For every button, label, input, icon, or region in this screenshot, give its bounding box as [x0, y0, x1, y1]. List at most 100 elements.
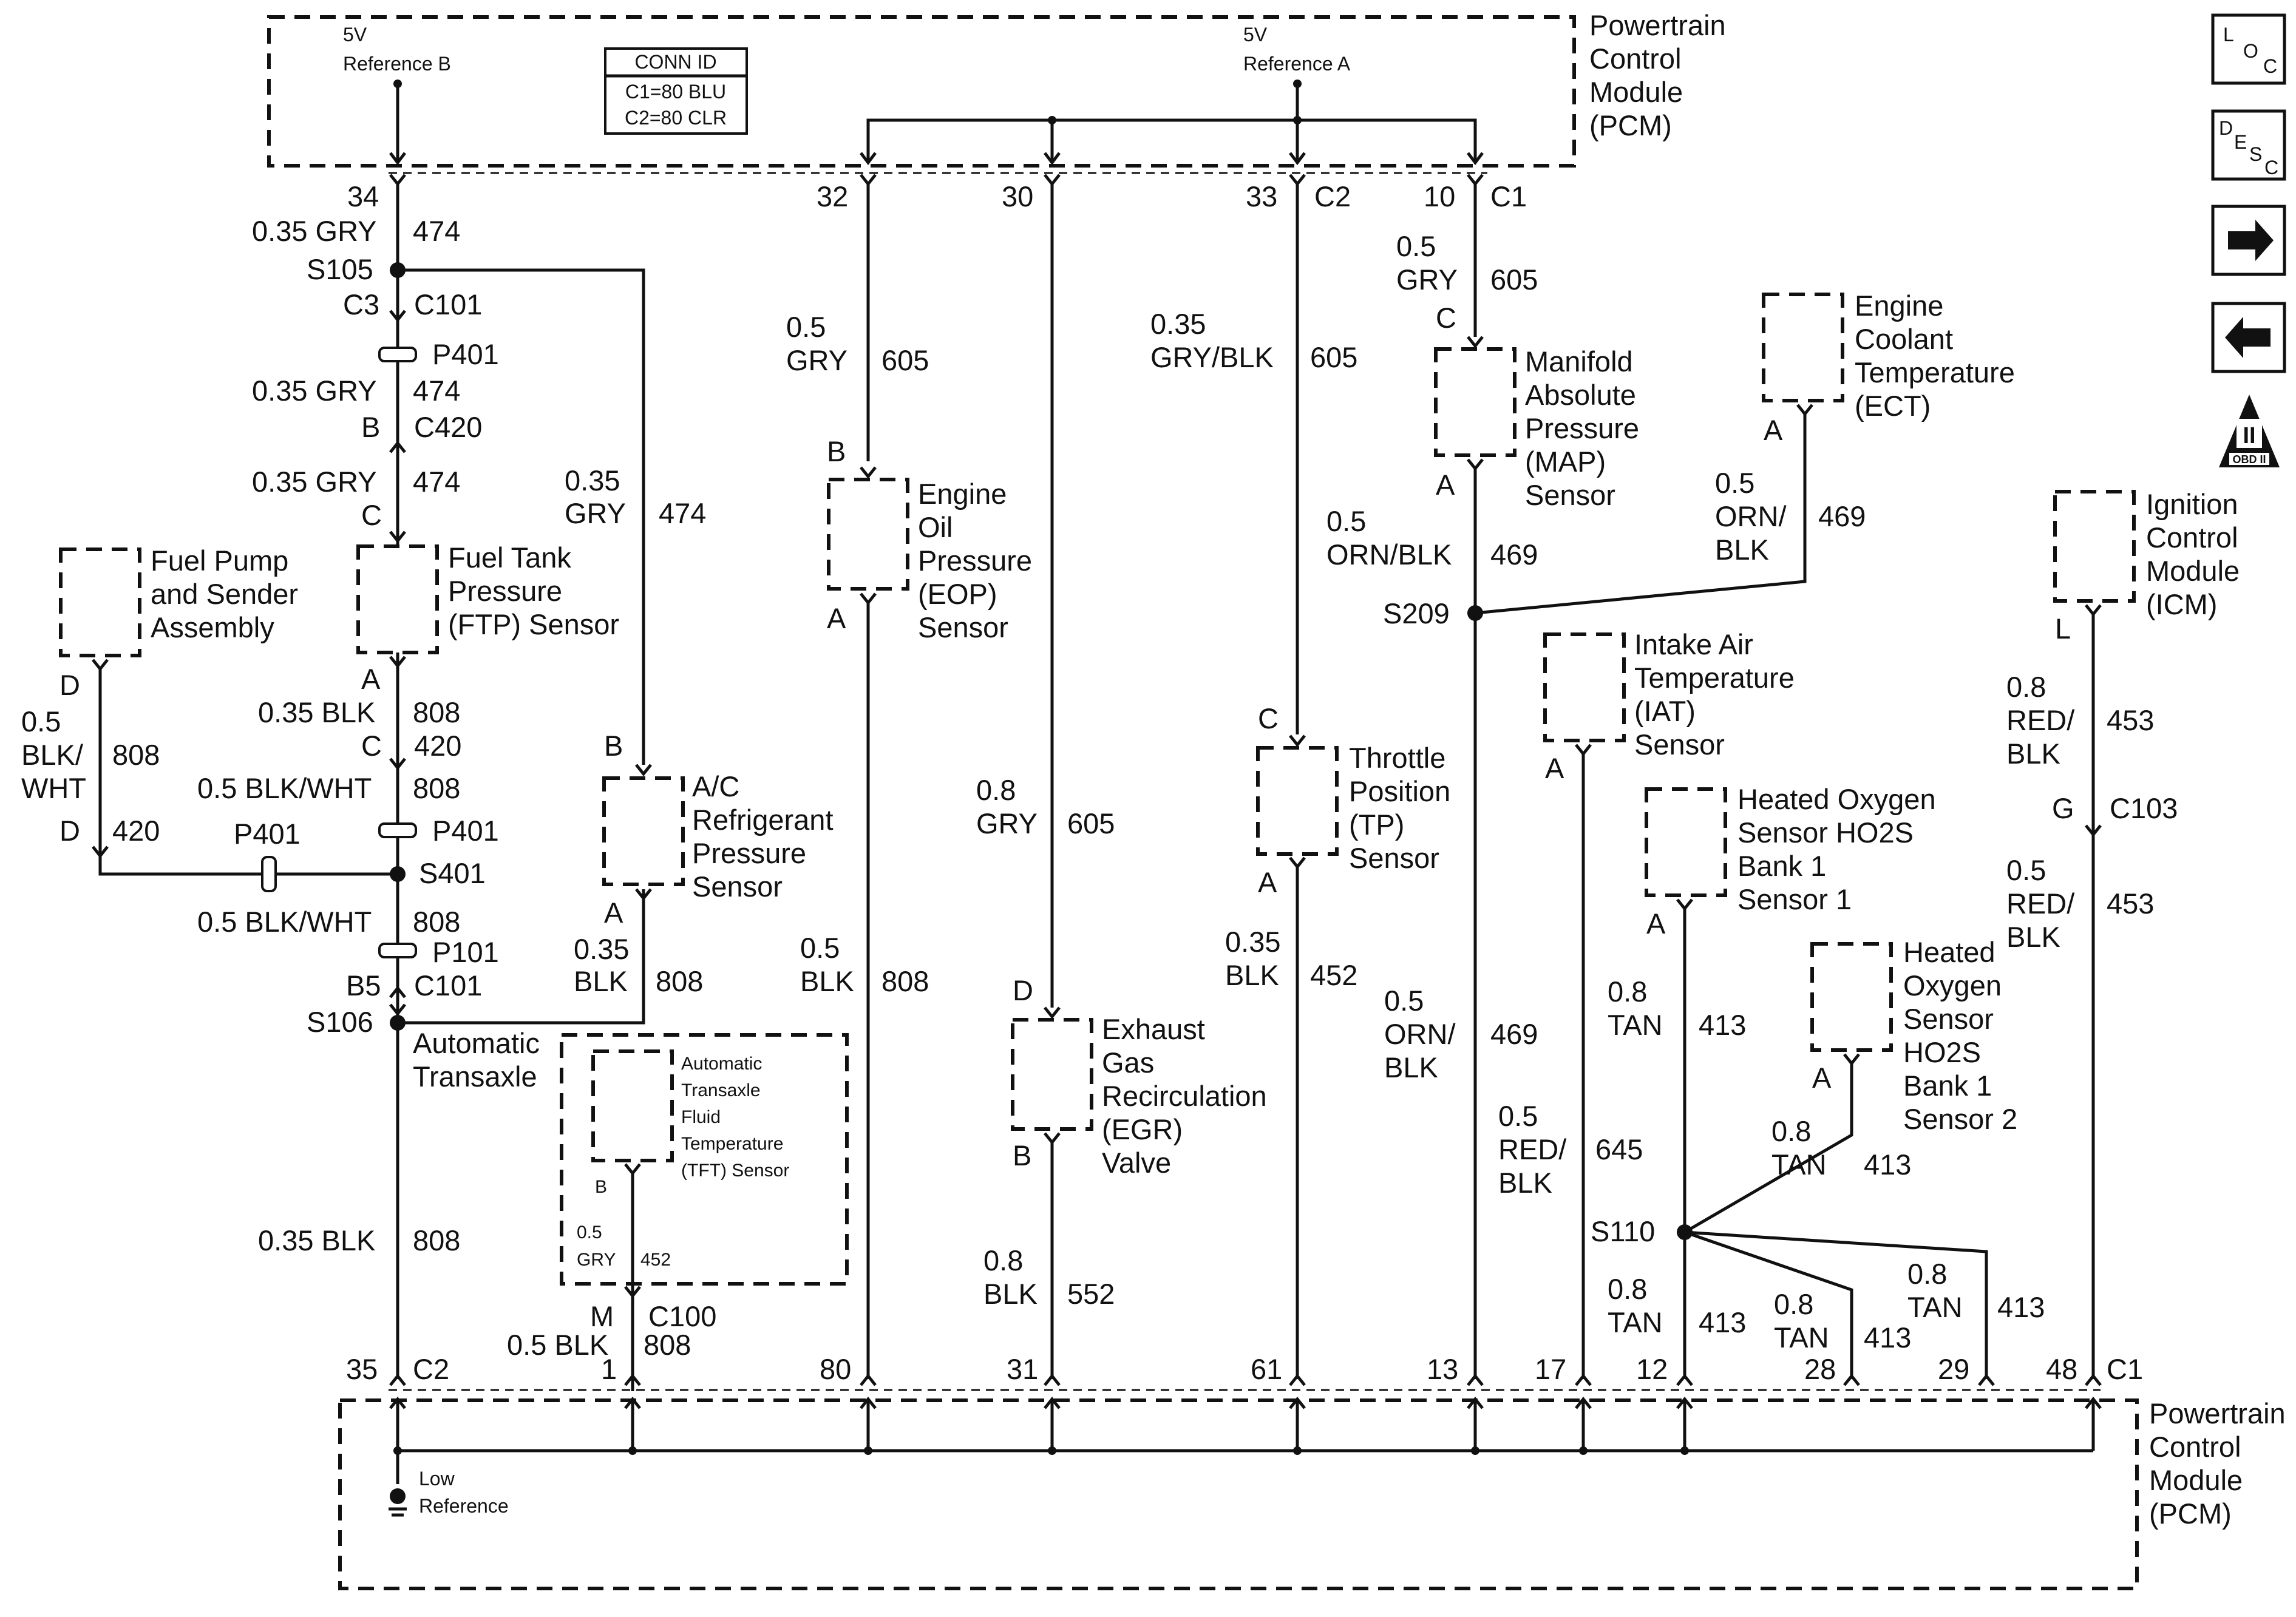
s110-wire1-gauge: 0.8 [1608, 1273, 1647, 1305]
conn-id-title: CONN ID [634, 51, 716, 73]
trans-name-1: Automatic [413, 1027, 540, 1059]
wire-474-circuit-1: 474 [413, 215, 460, 247]
connector-420: 420 [414, 730, 461, 762]
ac-wire-color: GRY [565, 497, 626, 529]
ho2s-bank1-sensor2: Heated Oxygen Sensor HO2S Bank 1 Sensor … [1683, 936, 2017, 1234]
next-arrow-button[interactable] [2211, 205, 2286, 276]
splice-s110-group: S110 0.8 TAN 413 0.8 TAN 413 0.8 TAN 413 [1591, 1215, 2045, 1379]
ho2s2-name-1: Heated [1903, 936, 1995, 968]
ho2s1-name-3: Bank 1 [1737, 850, 1826, 882]
ho2s2-name-3: Sensor [1903, 1003, 1994, 1035]
eop-name-4: (EOP) [918, 578, 997, 610]
tp-name-2: Position [1349, 775, 1450, 807]
pin-80: 80 [820, 1353, 851, 1385]
icm-wire-gauge: 0.8 [2006, 671, 2046, 703]
ect-sensor: Engine Coolant Temperature (ECT) A 0.5 O… [1715, 290, 2015, 566]
map-wire-gauge-2: 0.5 [1326, 505, 1366, 537]
ftp-pin-a: A [361, 663, 381, 695]
eop-name-1: Engine [918, 478, 1007, 510]
s110-wire2-gauge: 0.8 [1774, 1288, 1813, 1320]
iat-name-1: Intake Air [1634, 628, 1753, 660]
map-wire-gauge-3: 0.5 [1384, 985, 1424, 1017]
connector-c101-b: C101 [414, 969, 482, 1002]
connector-c2-top: C2 [1314, 180, 1351, 212]
connector-c103: C103 [2110, 792, 2178, 824]
ho2s2-pin-a: A [1812, 1062, 1832, 1094]
eop-pin-a: A [827, 602, 846, 634]
pin-30: 30 [1002, 180, 1033, 212]
egr-name-3: Recirculation [1102, 1080, 1267, 1112]
ac-wire-circuit: 474 [659, 497, 706, 529]
wire-474-size-1: 0.35 GRY [252, 215, 377, 247]
connector-c101-pin-b5: B5 [346, 969, 381, 1002]
connector-c1-top: C1 [1490, 180, 1527, 212]
left-circuit: 0.35 GRY 474 S105 C3 C101 P401 0.35 GRY … [197, 184, 645, 1379]
ac-name-4: Sensor [692, 870, 783, 903]
pin-17: 17 [1535, 1353, 1566, 1385]
wire-474-circuit-3: 474 [413, 466, 460, 498]
ac-wire-circuit-2: 808 [656, 965, 703, 997]
pin-28: 28 [1804, 1353, 1836, 1385]
iat-wire-color-1: RED/ [1498, 1133, 1567, 1165]
ect-wire-color-2: BLK [1715, 534, 1769, 566]
tp-name-1: Throttle [1349, 742, 1445, 774]
wire-474-circuit-2: 474 [413, 375, 460, 407]
icm-wire-circuit-2: 453 [2107, 887, 2154, 920]
ho2s2-wire-gauge: 0.8 [1771, 1115, 1811, 1147]
s110-wire1-circuit: 413 [1699, 1306, 1746, 1338]
desc-letter-d: D [2219, 117, 2233, 139]
eop-wire-gauge: 0.5 [786, 311, 826, 343]
desc-button[interactable]: D E S C [2211, 109, 2286, 181]
pass-through-p401-c: P401 [234, 818, 301, 850]
loc-letter-c: C [2263, 55, 2277, 77]
connector-c101-a: C101 [414, 288, 482, 320]
connector-c420: C420 [414, 411, 482, 443]
conn-id-box: CONN ID C1=80 BLU C2=80 CLR [604, 47, 748, 135]
ect-wire-circuit: 469 [1818, 500, 1866, 532]
egr-wire-color: GRY [976, 807, 1038, 839]
ftp-name-3: (FTP) Sensor [448, 608, 619, 640]
s110-wire3-circuit: 413 [1997, 1291, 2045, 1323]
fuel-pump-wire-color-2: WHT [21, 772, 86, 804]
ect-name-2: Coolant [1855, 323, 1953, 355]
tp-wire-circuit: 605 [1310, 341, 1357, 373]
tp-wire-gauge-2: 0.35 [1225, 926, 1280, 958]
ect-wire-color-1: ORN/ [1715, 500, 1787, 532]
tp-wire-color-2: BLK [1225, 959, 1279, 991]
left-arrow-icon [2225, 317, 2271, 358]
icm-wire-color-2: BLK [2006, 737, 2060, 770]
loc-button[interactable]: L O C [2211, 13, 2286, 85]
ho2s1-wire-gauge: 0.8 [1608, 975, 1647, 1008]
pcm-top-title-4: (PCM) [1589, 109, 1672, 141]
egr-wire-gauge: 0.8 [976, 774, 1016, 806]
pass-through-p101: P101 [432, 936, 499, 968]
icm-name-1: Ignition [2146, 488, 2238, 520]
splice-s106: S106 [307, 1006, 373, 1038]
eop-sensor: 0.5 GRY 605 B Engine Oil Pressure (EOP) … [786, 184, 1032, 1379]
wire-474-size-2: 0.35 GRY [252, 375, 377, 407]
pcm-top-title-1: Powertrain [1589, 9, 1726, 41]
wire-808-size-2: 0.5 BLK/WHT [197, 772, 372, 804]
prev-arrow-button[interactable] [2211, 302, 2286, 373]
obd-ii-button[interactable]: II OBD II [2219, 395, 2280, 467]
map-wire-circuit: 605 [1490, 263, 1538, 296]
map-name-4: (MAP) [1525, 446, 1606, 478]
fuel-pump-circuit-420: 420 [112, 815, 160, 847]
splice-s401: S401 [419, 857, 486, 889]
connector-c3: C3 [343, 288, 379, 320]
ftp-name-1: Fuel Tank [448, 541, 571, 574]
icm-wire-gauge-2: 0.5 [2006, 854, 2046, 886]
obd-number: II [2243, 423, 2255, 449]
ac-name-1: A/C [692, 770, 739, 802]
s110-wire3-color: TAN [1907, 1291, 1963, 1323]
ftp-name-2: Pressure [448, 575, 562, 607]
pin-12: 12 [1636, 1353, 1668, 1385]
tp-pin-a: A [1258, 866, 1277, 898]
connector-420-pin-c: C [361, 730, 382, 762]
pin-13: 13 [1427, 1353, 1458, 1385]
map-sensor: 0.5 GRY 605 C Manifold Absolute Pressure… [1326, 184, 1807, 1379]
icm-name-3: Module [2146, 555, 2240, 587]
icm-module: Ignition Control Module (ICM) L 0.8 RED/… [2006, 488, 2240, 1379]
pcm-bottom-title-3: Module [2149, 1464, 2243, 1496]
c100-wire-size: 0.5 BLK [507, 1329, 608, 1361]
